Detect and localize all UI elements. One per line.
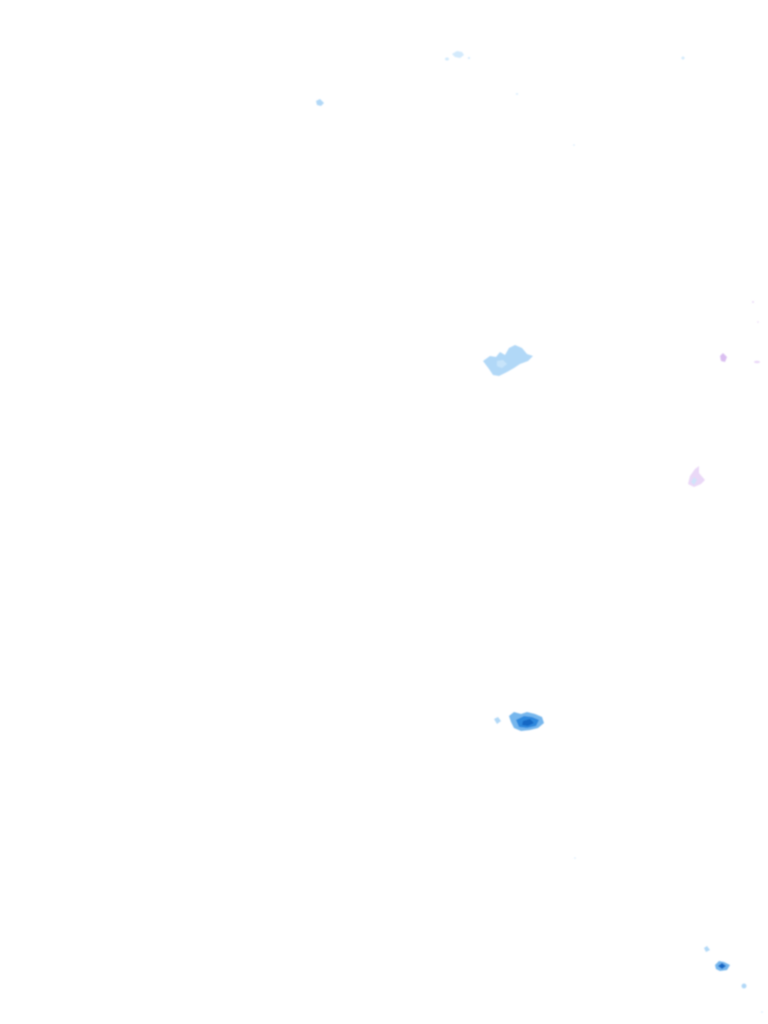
precip-echo bbox=[445, 57, 449, 61]
precip-echo bbox=[720, 353, 727, 362]
precip-echo-right-mixed bbox=[688, 301, 760, 487]
precip-echo bbox=[515, 93, 519, 95]
precip-echo-lower bbox=[494, 712, 576, 859]
precip-echo bbox=[752, 301, 754, 303]
precip-echo bbox=[494, 717, 501, 724]
precip-echo bbox=[681, 56, 685, 60]
precip-echo bbox=[452, 51, 464, 58]
precip-echo bbox=[704, 946, 710, 952]
precip-echo-top-cluster bbox=[316, 51, 685, 146]
precip-echo bbox=[522, 719, 534, 726]
precip-echo bbox=[757, 321, 759, 323]
precip-echo bbox=[761, 1011, 763, 1013]
precip-echo bbox=[483, 345, 533, 376]
precip-echo bbox=[574, 857, 576, 859]
precip-echo bbox=[688, 466, 705, 487]
precip-echo bbox=[467, 57, 471, 59]
precip-echo bbox=[316, 99, 324, 106]
precip-echo bbox=[573, 144, 575, 146]
precip-echo bbox=[741, 983, 747, 989]
precip-echo bbox=[754, 360, 760, 364]
precip-echo bbox=[691, 477, 697, 485]
precip-echo bbox=[718, 963, 726, 969]
precip-echo-central bbox=[483, 345, 533, 376]
precip-echo bbox=[497, 360, 507, 368]
precip-echo-bottom-right bbox=[704, 946, 763, 1013]
